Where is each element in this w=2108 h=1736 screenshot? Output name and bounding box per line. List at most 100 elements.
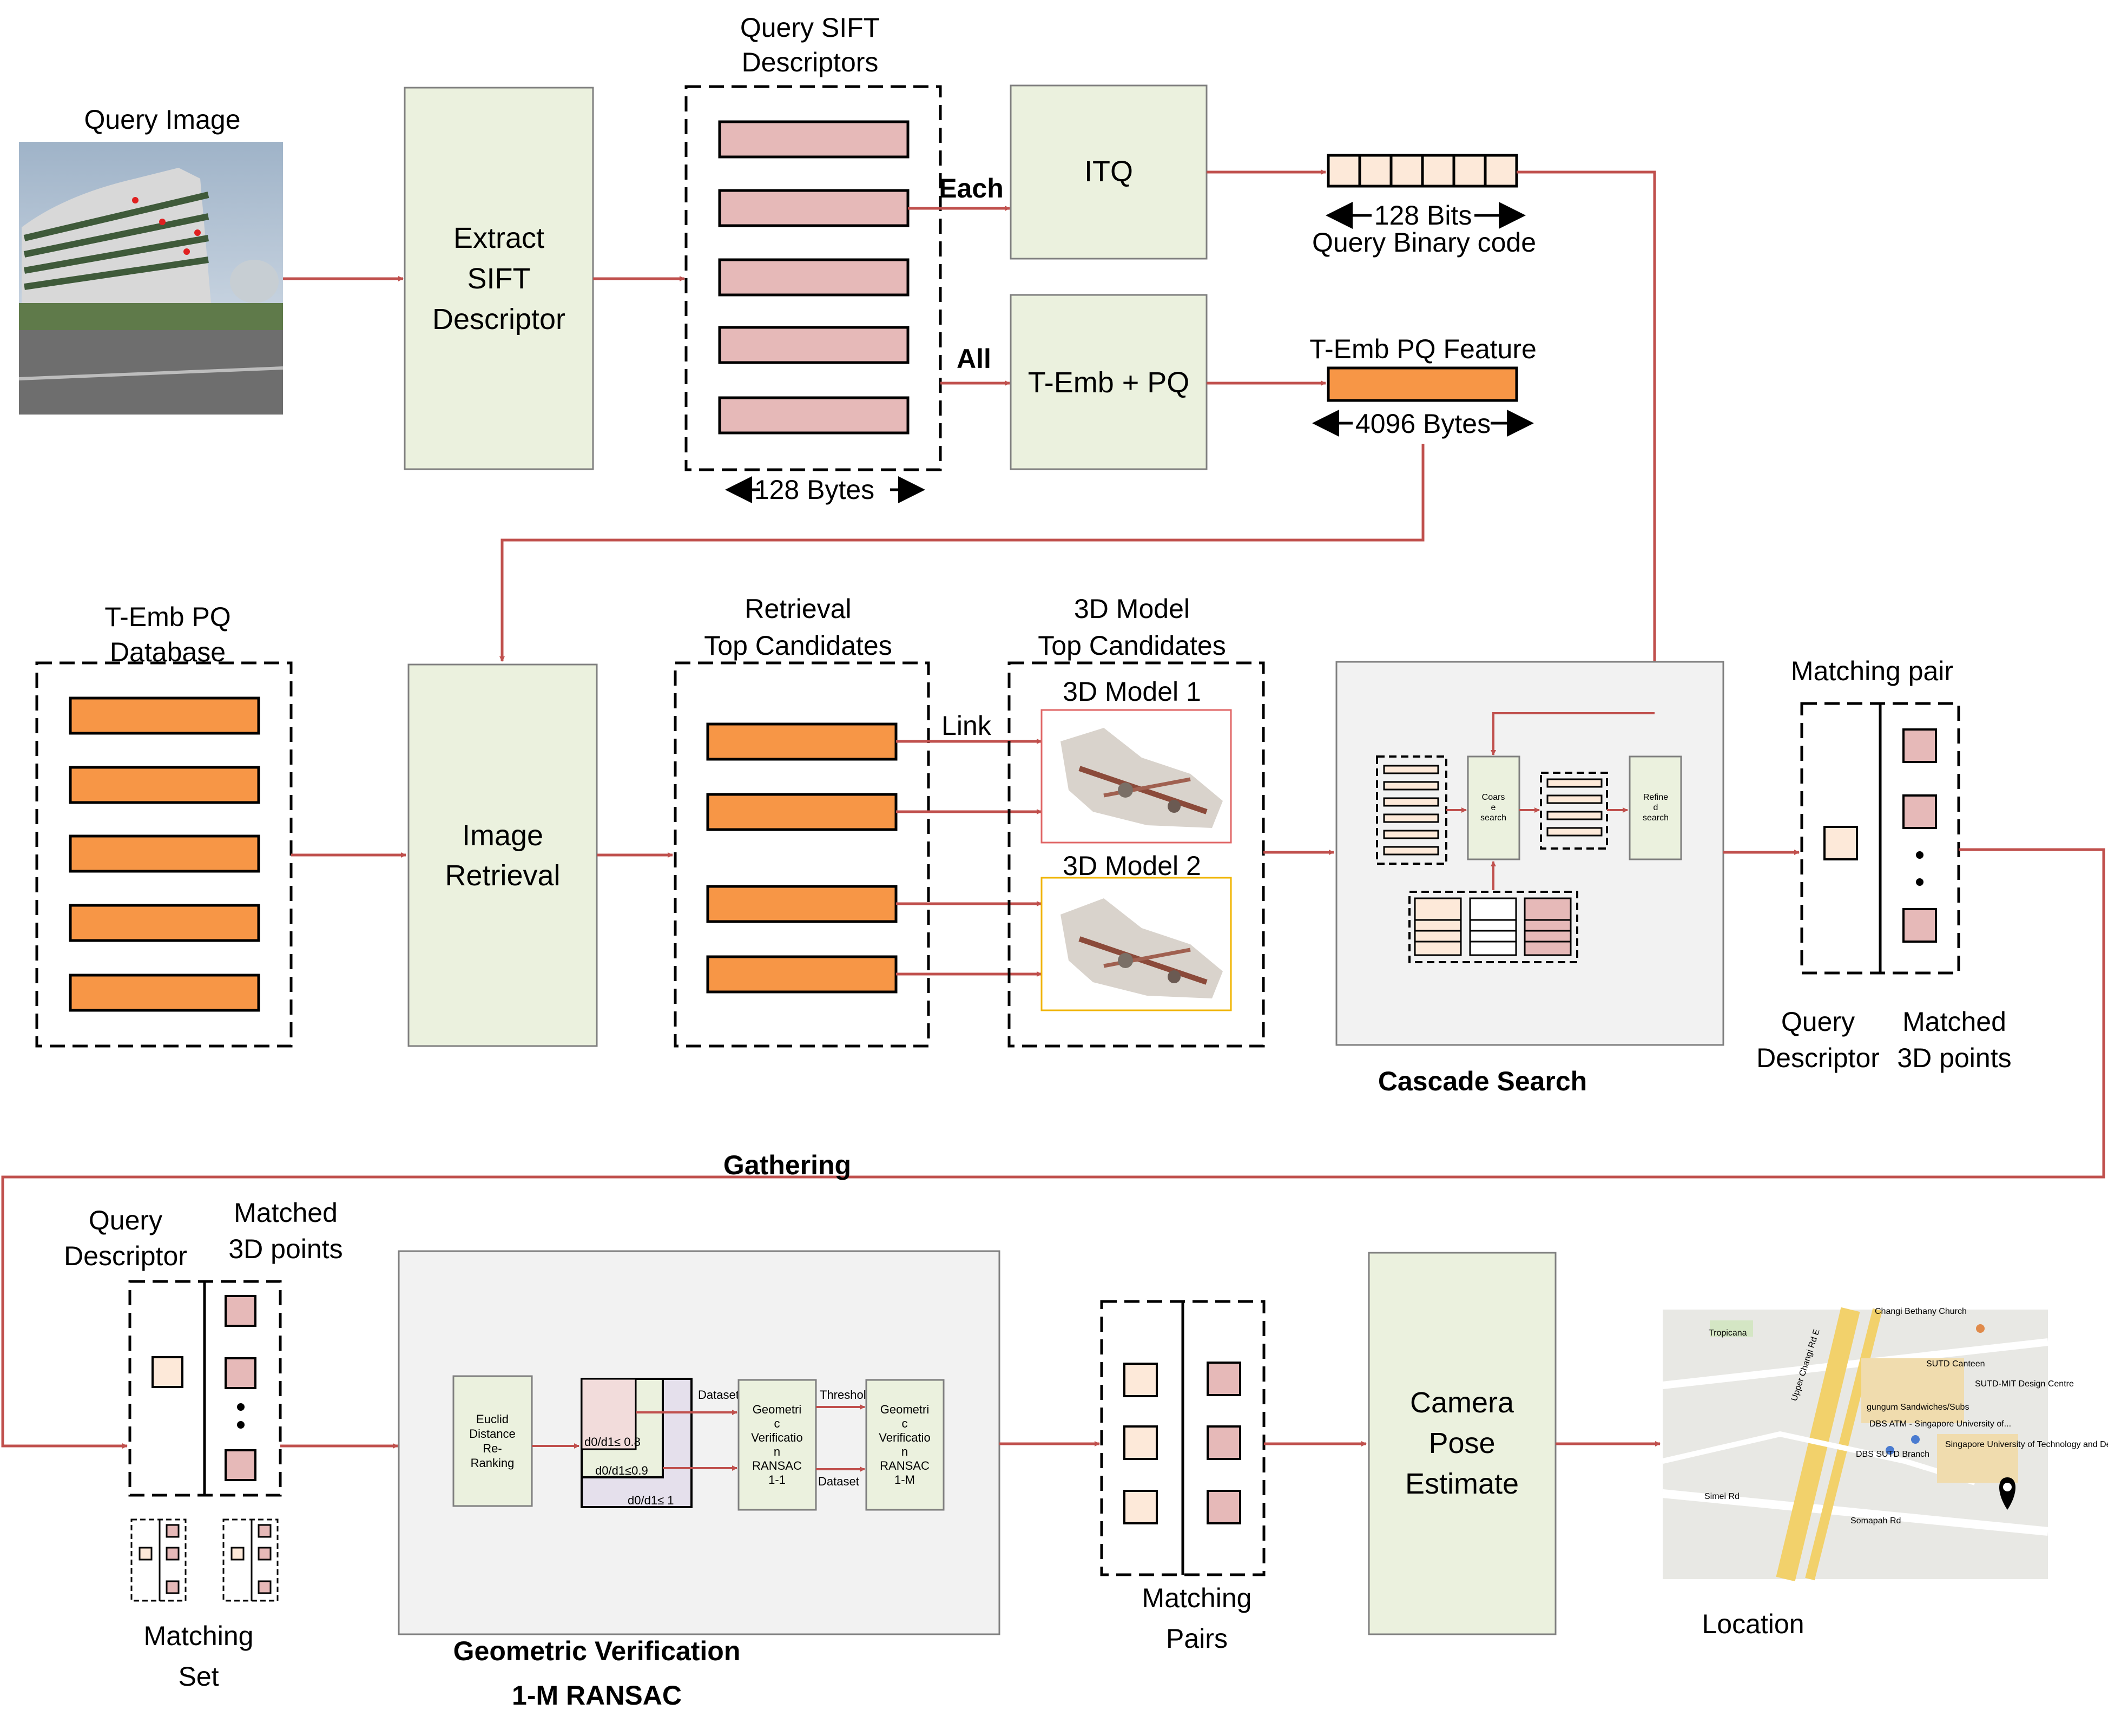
- extract-sift-line-2: SIFT: [467, 262, 531, 295]
- matched-3d-squares: [1902, 728, 1937, 943]
- image-retrieval-box: [407, 663, 598, 1047]
- retrieval-top-entries: [706, 722, 898, 994]
- camera-pose-line-2: Pose: [1428, 1427, 1495, 1459]
- gv-ratio-1: d0/d1≤ 1: [628, 1494, 674, 1507]
- temb-pq-box: [1010, 294, 1208, 470]
- image-retrieval-line-2: Retrieval: [445, 859, 560, 892]
- coarse-search-line-2: e: [1491, 803, 1496, 812]
- bottom-matched-squares: [225, 1295, 256, 1481]
- refined-search-line-1: Refine: [1643, 793, 1668, 802]
- link-label: Link: [941, 711, 992, 741]
- matching-pairs-line-1: Matching: [1142, 1583, 1252, 1613]
- all-label: All: [957, 344, 991, 374]
- matching-pairs-line-2: Pairs: [1166, 1623, 1228, 1654]
- gv-11-line-1: Geometri: [753, 1403, 801, 1416]
- gv-ratio-08: d0/d1≤ 0.8: [584, 1435, 641, 1449]
- gv-ratio-09: d0/d1≤0.9: [595, 1464, 648, 1477]
- map-label-7: DBS SUTD Branch: [1856, 1450, 1929, 1459]
- location-label: Location: [1702, 1609, 1804, 1639]
- image-retrieval-line-1: Image: [462, 819, 543, 852]
- gv-dataset-label-2: Dataset: [818, 1475, 859, 1488]
- gv-1m-line-3: Verificatio: [879, 1431, 930, 1444]
- location-map: Tropicana Changi Bethany Church SUTD Can…: [1662, 1307, 2108, 1582]
- query-sift-group: [684, 85, 942, 471]
- gathering-label: Gathering: [723, 1150, 851, 1180]
- bottom-matched-3d-line-1: Matched: [234, 1198, 338, 1228]
- gv-11-line-4: n: [774, 1445, 780, 1458]
- matching-set-line-2: Set: [178, 1661, 219, 1692]
- matching-pair-title: Matching pair: [1791, 656, 1953, 686]
- each-label: Each: [939, 173, 1004, 203]
- itq-box: [1010, 84, 1208, 260]
- gv-euclid-line-4: Ranking: [471, 1456, 515, 1470]
- gv-title-line-1: Geometric Verification: [453, 1636, 741, 1666]
- gv-1m-line-6: 1-M: [894, 1473, 915, 1487]
- model-top-title-1: 3D Model: [1074, 594, 1190, 624]
- model-top-group: [1007, 661, 1265, 1048]
- cascade-search-title: Cascade Search: [1378, 1066, 1587, 1096]
- temb-db-title-1: T-Emb PQ: [104, 602, 230, 632]
- cascade-search-internals: Coars e search Refine d search: [1376, 712, 1682, 963]
- bottom-query-descriptor-line-2: Descriptor: [64, 1241, 187, 1271]
- gv-1m-line-4: n: [901, 1445, 908, 1458]
- temb-pq-feature-bar: [1327, 366, 1518, 402]
- map-label-3: SUTD Canteen: [1926, 1359, 1985, 1369]
- top-query-descriptor-line-1: Query: [1781, 1007, 1855, 1037]
- bytes-128-label: 128 Bytes: [754, 475, 874, 505]
- map-label-1: Tropicana: [1709, 1329, 1747, 1338]
- model-2-label: 3D Model 2: [1063, 851, 1201, 881]
- refined-search-line-2: d: [1654, 803, 1658, 812]
- gv-threshold-label: Threshold: [820, 1388, 873, 1402]
- map-label-9: Simei Rd: [1704, 1492, 1740, 1501]
- gv-11-line-5: RANSAC: [752, 1459, 802, 1472]
- model-top-title-2: Top Candidates: [1038, 630, 1226, 661]
- bottom-query-descriptor-line-1: Query: [89, 1205, 162, 1235]
- retrieval-top-title-2: Top Candidates: [704, 630, 892, 661]
- query-image-photo: [18, 142, 284, 415]
- query-sift-descriptors: [718, 120, 910, 435]
- matching-set-icons: [130, 1518, 279, 1602]
- query-image-label: Query Image: [84, 104, 240, 135]
- extract-sift-line-1: Extract: [453, 222, 544, 254]
- gv-title-line-2: 1-M RANSAC: [512, 1680, 682, 1711]
- extract-sift-box: [404, 87, 594, 470]
- query-binary-code-label: Query Binary code: [1312, 227, 1536, 258]
- gv-euclid-line-3: Re-: [483, 1442, 502, 1455]
- location-pin-icon: [1999, 1477, 2015, 1510]
- gv-11-line-2: c: [774, 1417, 780, 1430]
- model-1-label: 3D Model 1: [1063, 676, 1201, 707]
- geometric-verification-internals: Euclid Distance Re- Ranking d0/d1≤ 0.8 d…: [452, 1375, 945, 1511]
- camera-pose-box: [1368, 1252, 1557, 1635]
- model-1-point-cloud: [1040, 709, 1232, 844]
- camera-pose-line-3: Estimate: [1405, 1468, 1519, 1500]
- map-label-4: SUTD-MIT Design Centre: [1975, 1379, 2074, 1389]
- matching-pairs-query: [1123, 1363, 1158, 1524]
- query-binary-code: [1327, 154, 1518, 188]
- bytes-4096-label: 4096 Bytes: [1355, 409, 1491, 439]
- gv-1m-line-1: Geometri: [880, 1403, 929, 1416]
- temb-pq-label: T-Emb + PQ: [1028, 366, 1190, 399]
- query-sift-title-1: Query SIFT: [740, 12, 880, 43]
- temb-db-entries: [69, 696, 260, 1012]
- map-label-6: DBS ATM - Singapore University of...: [1869, 1419, 2011, 1429]
- matching-pairs-matched: [1207, 1362, 1241, 1524]
- camera-pose-line-1: Camera: [1410, 1386, 1514, 1419]
- itq-label: ITQ: [1084, 155, 1133, 188]
- matching-set-line-1: Matching: [144, 1621, 254, 1651]
- coarse-search-line-3: search: [1480, 813, 1506, 823]
- gv-11-line-3: Verificatio: [751, 1431, 802, 1444]
- top-matched-3d-line-1: Matched: [1902, 1007, 2006, 1037]
- temb-pq-feature-label: T-Emb PQ Feature: [1309, 334, 1537, 364]
- bottom-matched-3d-line-2: 3D points: [228, 1234, 342, 1264]
- query-sift-title-2: Descriptors: [742, 47, 879, 77]
- bits-128-label: 128 Bits: [1374, 200, 1472, 231]
- coarse-search-line-1: Coars: [1482, 793, 1505, 802]
- gv-1m-line-5: RANSAC: [880, 1459, 930, 1472]
- map-label-2: Changi Bethany Church: [1875, 1307, 1967, 1316]
- map-label-10: Somapah Rd: [1850, 1516, 1901, 1525]
- retrieval-top-title-1: Retrieval: [745, 594, 851, 624]
- top-query-descriptor-line-2: Descriptor: [1756, 1043, 1880, 1073]
- retrieval-top-group: [674, 661, 930, 1048]
- map-label-8: Singapore University of Technology and D…: [1945, 1440, 2108, 1449]
